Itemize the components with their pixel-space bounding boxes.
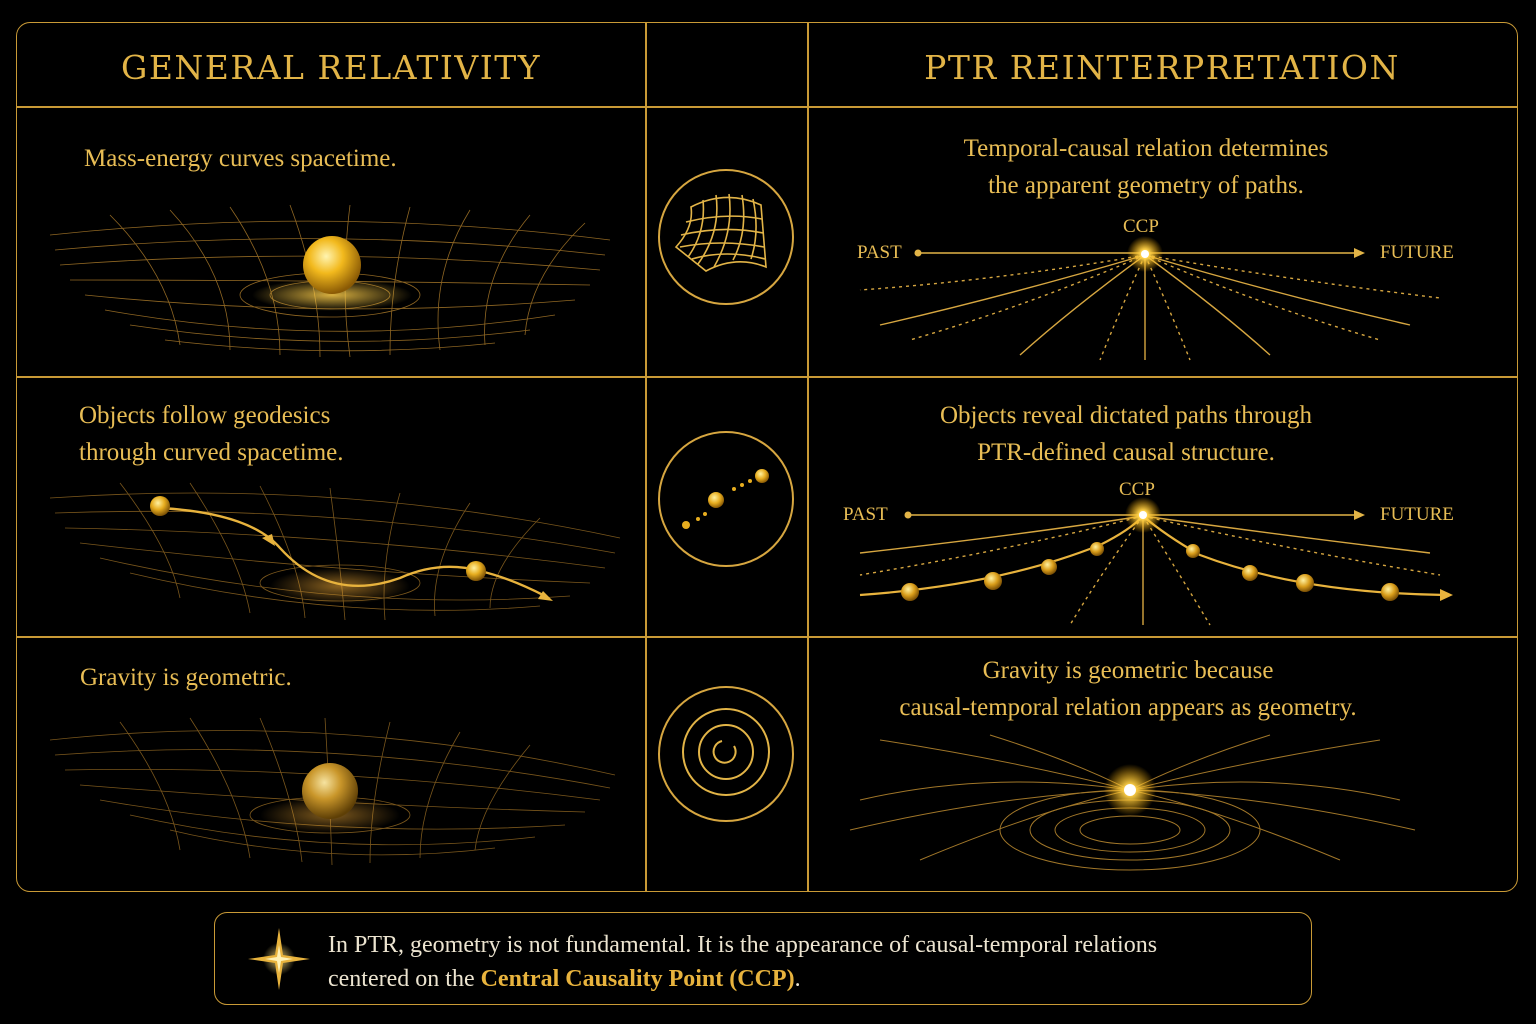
gr-caption-row2-line2: through curved spacetime. — [79, 439, 344, 466]
ccp-causal-fan-illustration-1: PAST FUTURE CCP — [857, 216, 1454, 361]
gr-caption-row3: Gravity is geometric. — [80, 664, 292, 691]
footnote-line1: In PTR, geometry is not fundamental. It … — [328, 932, 1158, 958]
footnote-highlight-ccp: Central Causality Point (CCP) — [480, 966, 795, 992]
future-label-1: FUTURE — [1380, 242, 1454, 263]
ptr-caption-row3-line1: Gravity is geometric because — [982, 657, 1274, 684]
ptr-caption-row1: Temporal-causal relation determines the … — [808, 130, 1484, 204]
gr-caption-row1: Mass-energy curves spacetime. — [84, 145, 397, 172]
curved-spacetime-grid-illustration — [49, 204, 611, 358]
curved-grid-icon — [658, 169, 794, 305]
gr-caption-row2-line1: Objects follow geodesics — [79, 402, 331, 429]
footnote-text: In PTR, geometry is not fundamental. It … — [328, 928, 1288, 996]
dotted-path-icon — [658, 431, 794, 567]
ccp-field-lines-illustration — [849, 734, 1416, 871]
header-divider — [17, 106, 1517, 108]
footnote-line2-prefix: centered on the — [328, 966, 481, 992]
future-label-2: FUTURE — [1380, 504, 1454, 525]
footnote-box: In PTR, geometry is not fundamental. It … — [214, 912, 1312, 1005]
footnote-line2-suffix: . — [794, 966, 801, 992]
ptr-caption-row1-line1: Temporal-causal relation determines — [963, 135, 1329, 162]
header-ptr-reinterpretation: PTR REINTERPRETATION — [924, 48, 1400, 87]
header-general-relativity: GENERAL RELATIVITY — [120, 48, 542, 87]
geodesic-path-illustration — [49, 482, 621, 621]
ccp-dictated-paths-illustration: PAST FUTURE CCP — [843, 479, 1454, 626]
ptr-caption-row2: Objects reveal dictated paths through PT… — [808, 397, 1444, 471]
table-frame — [16, 22, 1518, 892]
gr-caption-row2: Objects follow geodesics through curved … — [79, 397, 344, 471]
row-divider-2 — [17, 636, 1517, 638]
past-label-2: PAST — [843, 504, 888, 525]
footnote-line2: centered on the Central Causality Point … — [328, 962, 1288, 996]
ccp-label-2: CCP — [1119, 479, 1155, 500]
ptr-caption-row2-line2: PTR-defined causal structure. — [977, 439, 1275, 466]
ptr-caption-row1-line2: the apparent geometry of paths. — [988, 172, 1304, 199]
ptr-caption-row3: Gravity is geometric because causal-temp… — [808, 652, 1448, 726]
row-divider-1 — [17, 376, 1517, 378]
column-divider-left — [645, 23, 647, 891]
four-point-star-icon — [248, 928, 310, 990]
ptr-caption-row2-line1: Objects reveal dictated paths through — [939, 402, 1313, 429]
gravity-well-illustration — [49, 717, 616, 866]
ptr-caption-row3-line2: causal-temporal relation appears as geom… — [899, 694, 1357, 721]
column-divider-right — [807, 23, 809, 891]
ccp-label-1: CCP — [1123, 216, 1159, 237]
past-label-1: PAST — [857, 242, 902, 263]
concentric-circles-icon — [658, 686, 794, 822]
